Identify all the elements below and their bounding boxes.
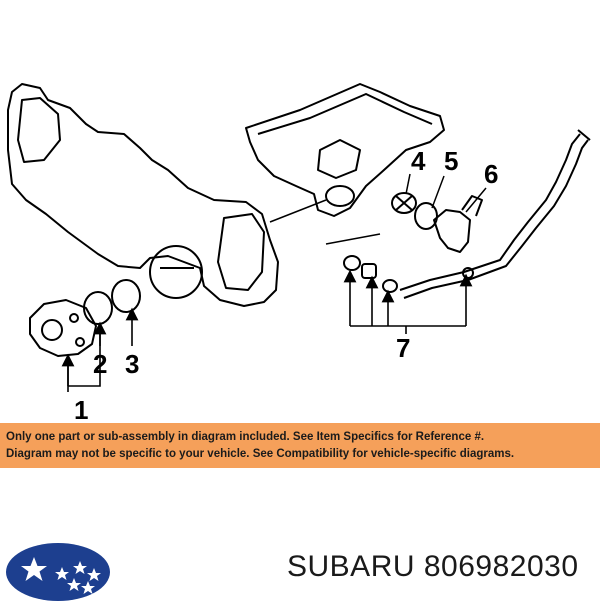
thermostat-cover-6 [433,209,471,253]
gasket-5 [414,202,438,230]
coolant-pipe [399,133,581,291]
engine-cover-outline [7,83,279,307]
leader-line-5 [431,175,445,209]
water-pump-body [29,299,97,357]
part-number: 806982030 [423,550,579,583]
gasket-3 [111,279,141,313]
callout-2: 2 [93,349,107,379]
callout-7: 7 [396,333,410,363]
intake-manifold-runner [317,139,361,179]
clamp-7c [382,279,398,293]
hose-7a [343,255,361,271]
leader-line-6 [465,187,487,213]
brand-part-label: SUBARU 806982030 [287,550,579,584]
gasket-2 [83,291,113,325]
coolant-pipe-clamp [462,267,474,279]
coolant-pipe-end [577,129,591,141]
thermostat-4 [391,192,417,214]
callout-6: 6 [484,159,498,189]
leader-line-hoses [325,233,381,245]
engine-cover-inner-lower [217,213,265,291]
leader-line-housing [269,199,327,223]
hose-7b [361,263,377,279]
intake-manifold-outline [245,83,445,217]
water-pump-bolt [75,337,85,347]
callout-3: 3 [125,349,139,379]
leader-line-4 [405,173,411,195]
disclaimer-banner: Only one part or sub-assembly in diagram… [0,423,600,468]
brand-name: SUBARU [287,550,416,583]
coolant-pipe-outline [403,139,589,299]
parts-diagram-svg: 1 2 3 4 5 6 7 [7,83,591,420]
thermostat-housing-port [325,185,355,207]
disclaimer-line-1: Only one part or sub-assembly in diagram… [6,431,485,443]
disclaimer-line-2: Diagram may not be specific to your vehi… [6,448,515,460]
engine-cover-inner [17,97,61,163]
intake-manifold-top [257,93,433,135]
water-pump-bolt [69,313,79,323]
callout-5: 5 [444,146,458,176]
callout-4: 4 [411,146,426,176]
thermostat-4-spring [395,195,413,211]
water-pump-hub [41,319,63,341]
subaru-star-logo-icon [4,541,112,603]
callout-1: 1 [74,395,88,420]
thermostat-cover-6-neck [461,195,483,217]
pulley-circle [149,245,203,299]
parts-diagram: 1 2 3 4 5 6 7 [7,83,591,420]
